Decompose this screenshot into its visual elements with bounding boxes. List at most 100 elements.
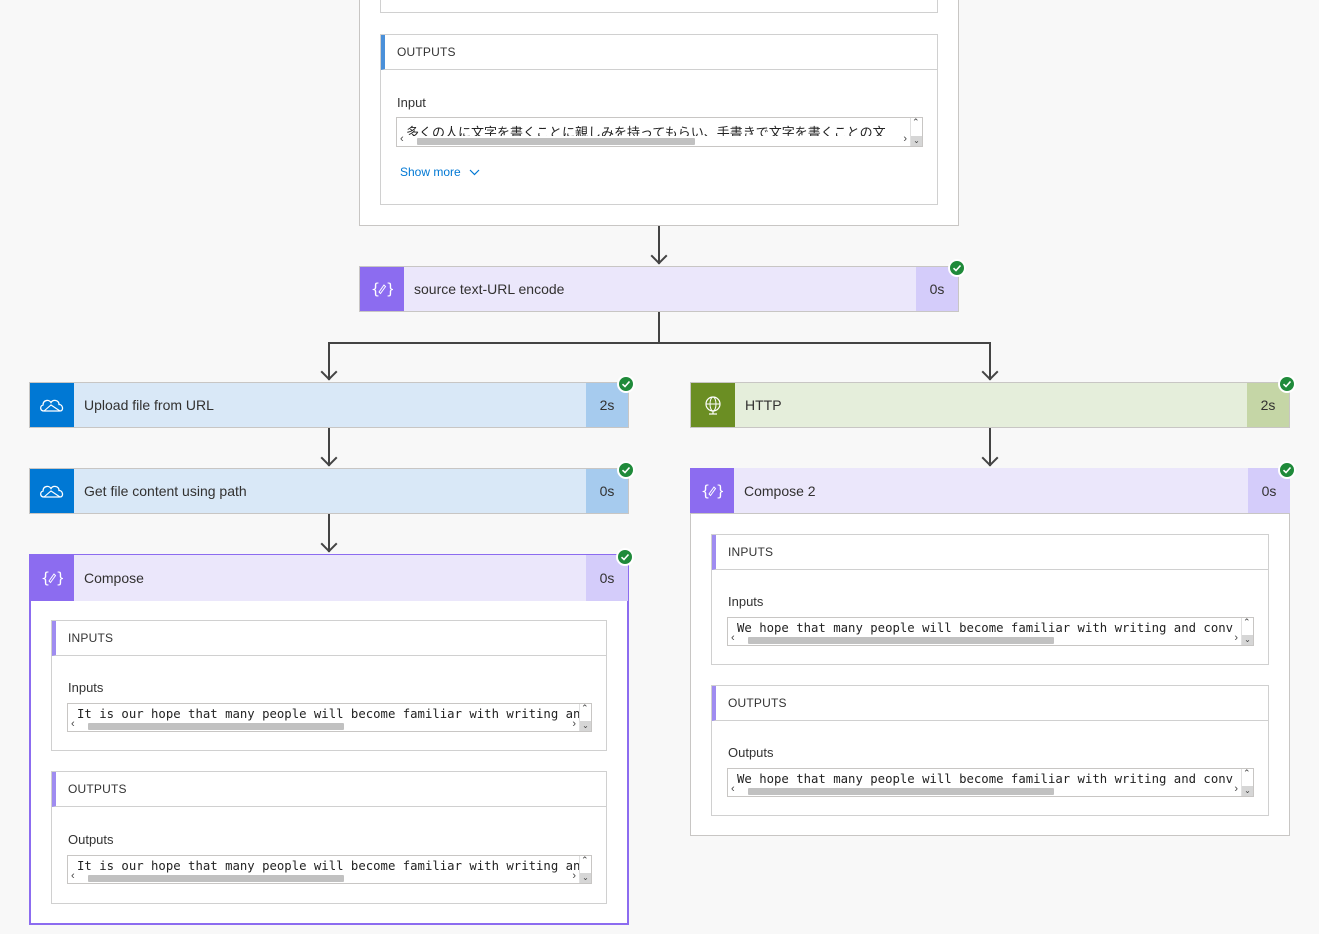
previous-action-card: OUTPUTS Input 多くの人に文字を書くことに親しみを持ってもらい、手書… — [359, 0, 959, 226]
scroll-thumb[interactable] — [748, 637, 1054, 644]
scroll-right-icon[interactable]: › — [572, 718, 576, 730]
input-label: Input — [397, 95, 426, 110]
outputs-label: Outputs — [728, 745, 774, 760]
outputs-section: OUTPUTS Outputs It is our hope that many… — [51, 771, 607, 904]
previous-top-section — [380, 0, 938, 13]
scroll-right-icon[interactable]: › — [572, 870, 576, 882]
success-check-icon — [1278, 461, 1296, 479]
success-check-icon — [616, 548, 634, 566]
inputs-label: Inputs — [68, 680, 104, 695]
scroll-down-icon[interactable]: ⌄ — [580, 721, 591, 731]
scroll-thumb[interactable] — [88, 723, 344, 730]
svg-text:}: } — [386, 280, 393, 298]
show-more-label: Show more — [400, 165, 461, 179]
action-title: HTTP — [745, 397, 782, 413]
outputs-header: OUTPUTS — [712, 686, 1268, 721]
inputs-value: We hope that many people will become fam… — [737, 621, 1234, 635]
scroll-up-icon[interactable]: ⌃ — [581, 855, 589, 865]
success-check-icon — [948, 259, 966, 277]
horizontal-scrollbar[interactable]: ‹ › — [728, 632, 1241, 645]
connector-line — [989, 428, 991, 466]
vertical-scrollbar[interactable]: ⌃ ⌄ — [1241, 618, 1253, 645]
scroll-right-icon[interactable]: › — [903, 133, 907, 145]
outputs-value-box[interactable]: We hope that many people will become fam… — [727, 768, 1254, 797]
connector-line — [658, 226, 660, 264]
outputs-header: OUTPUTS — [52, 772, 606, 807]
connector-line — [658, 312, 660, 343]
outputs-value: It is our hope that many people will bec… — [77, 859, 588, 873]
horizontal-scrollbar[interactable]: ‹ › — [68, 870, 579, 883]
scroll-down-icon[interactable]: ⌄ — [1242, 635, 1253, 645]
svg-text:{: { — [41, 569, 50, 587]
inputs-section: INPUTS Inputs We hope that many people w… — [711, 534, 1269, 665]
connector-line — [328, 342, 990, 344]
scroll-thumb[interactable] — [417, 138, 695, 145]
arrow-head-icon — [320, 363, 338, 381]
action-title: Get file content using path — [84, 483, 247, 499]
arrow-head-icon — [981, 363, 999, 381]
onedrive-icon — [30, 469, 74, 513]
connector-line — [328, 428, 330, 466]
horizontal-scrollbar[interactable]: ‹ › — [728, 783, 1241, 796]
scroll-down-icon[interactable]: ⌄ — [1242, 786, 1253, 796]
arrow-head-icon — [650, 247, 668, 265]
inputs-value: It is our hope that many people will bec… — [77, 707, 588, 721]
success-check-icon — [617, 461, 635, 479]
scroll-right-icon[interactable]: › — [1234, 783, 1238, 795]
compose-card[interactable]: {} Compose 0s INPUTS Inputs It is our ho… — [29, 554, 629, 925]
action-title: Compose — [84, 570, 144, 586]
scroll-left-icon[interactable]: ‹ — [71, 718, 75, 730]
scroll-left-icon[interactable]: ‹ — [731, 632, 735, 644]
horizontal-scrollbar[interactable]: ‹ › — [397, 133, 910, 146]
vertical-scrollbar[interactable]: ⌃ ⌄ — [910, 118, 922, 146]
arrow-head-icon — [320, 535, 338, 553]
action-compose[interactable]: {} Compose 0s — [30, 555, 628, 601]
outputs-label: Outputs — [68, 832, 114, 847]
connector-line — [328, 342, 330, 380]
arrow-head-icon — [320, 449, 338, 467]
action-title: source text-URL encode — [414, 281, 565, 297]
scroll-up-icon[interactable]: ⌃ — [1243, 768, 1251, 778]
outputs-value: We hope that many people will become fam… — [737, 772, 1234, 786]
inputs-label: Inputs — [728, 594, 764, 609]
scroll-up-icon[interactable]: ⌃ — [1243, 617, 1251, 627]
horizontal-scrollbar[interactable]: ‹ › — [68, 718, 579, 731]
scroll-thumb[interactable] — [748, 788, 1054, 795]
vertical-scrollbar[interactable]: ⌃ ⌄ — [579, 856, 591, 883]
action-title: Compose 2 — [744, 482, 816, 499]
scroll-down-icon[interactable]: ⌄ — [911, 136, 922, 146]
scroll-left-icon[interactable]: ‹ — [400, 133, 404, 145]
action-upload-file-from-url[interactable]: Upload file from URL 2s — [29, 382, 629, 428]
svg-text:{: { — [701, 482, 710, 500]
inputs-value-box[interactable]: It is our hope that many people will bec… — [67, 703, 592, 732]
action-get-file-content-using-path[interactable]: Get file content using path 0s — [29, 468, 629, 514]
inputs-value-box[interactable]: We hope that many people will become fam… — [727, 617, 1254, 646]
action-compose-2[interactable]: {} Compose 2 0s — [690, 468, 1290, 514]
action-title: Upload file from URL — [84, 397, 214, 413]
connector-line — [328, 514, 330, 552]
scroll-left-icon[interactable]: ‹ — [71, 870, 75, 882]
scroll-down-icon[interactable]: ⌄ — [580, 873, 591, 883]
svg-text:{: { — [371, 280, 380, 298]
vertical-scrollbar[interactable]: ⌃ ⌄ — [579, 704, 591, 731]
scroll-up-icon[interactable]: ⌃ — [581, 703, 589, 713]
svg-text:}: } — [56, 569, 63, 587]
arrow-head-icon — [981, 449, 999, 467]
scroll-left-icon[interactable]: ‹ — [731, 783, 735, 795]
scroll-right-icon[interactable]: › — [1234, 632, 1238, 644]
outputs-value-box[interactable]: It is our hope that many people will bec… — [67, 855, 592, 884]
success-check-icon — [617, 375, 635, 393]
outputs-section: OUTPUTS Input 多くの人に文字を書くことに親しみを持ってもらい、手書… — [380, 34, 938, 205]
vertical-scrollbar[interactable]: ⌃ ⌄ — [1241, 769, 1253, 796]
compose2-card[interactable]: {} Compose 2 0s INPUTS Inputs We hope th… — [690, 468, 1290, 836]
input-value-box[interactable]: 多くの人に文字を書くことに親しみを持ってもらい、手書きで文字を書くことの文 ‹ … — [396, 117, 923, 147]
action-http[interactable]: HTTP 2s — [690, 382, 1290, 428]
action-source-text-url-encode[interactable]: {} source text-URL encode 0s — [359, 266, 959, 312]
success-check-icon — [1278, 375, 1296, 393]
show-more-link[interactable]: Show more — [400, 165, 480, 179]
scroll-thumb[interactable] — [88, 875, 344, 882]
chevron-down-icon — [469, 169, 480, 175]
scroll-up-icon[interactable]: ⌃ — [912, 117, 920, 127]
outputs-header: OUTPUTS — [381, 35, 937, 70]
svg-text:}: } — [716, 482, 723, 500]
